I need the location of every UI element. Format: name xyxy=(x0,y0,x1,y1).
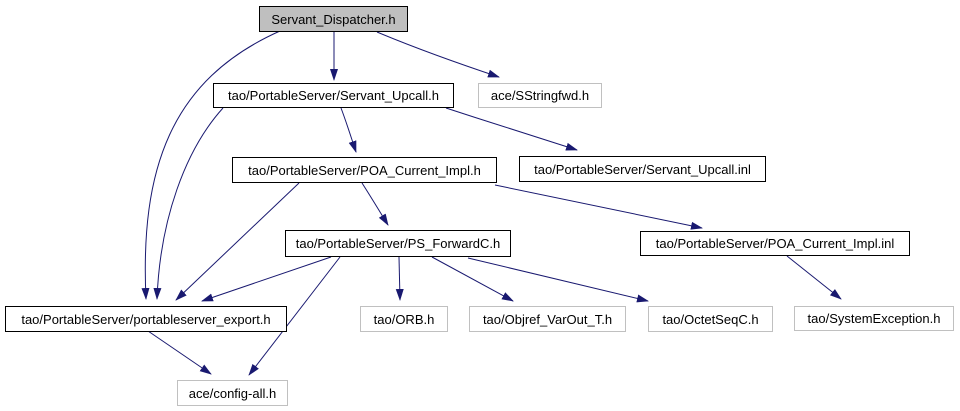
node-objref-varout-t-h: tao/Objref_VarOut_T.h xyxy=(469,306,626,332)
edge-poa-current-impl-inl-to-systemexception-h xyxy=(786,255,842,300)
edge-servant-dispatcher-h-to-portableserver-export-h xyxy=(141,30,281,300)
edge-ps-forwardc-h-to-config-all-h xyxy=(248,256,341,376)
node-poa-current-impl-inl[interactable]: tao/PortableServer/POA_Current_Impl.inl xyxy=(640,231,910,256)
node-servant-upcall-h[interactable]: tao/PortableServer/Servant_Upcall.h xyxy=(213,83,454,108)
edge-servant-upcall-h-to-servant-upcall-inl xyxy=(445,107,578,151)
edge-ps-forwardc-h-to-octetseqc-h xyxy=(467,257,649,303)
edge-poa-current-impl-h-to-ps-forwardc-h xyxy=(361,182,389,226)
edge-servant-upcall-h-to-portableserver-export-h xyxy=(153,107,224,300)
node-servant-upcall-inl[interactable]: tao/PortableServer/Servant_Upcall.inl xyxy=(519,156,766,182)
node-orb-h: tao/ORB.h xyxy=(360,306,448,332)
edge-servant-dispatcher-h-to-sstringfwd-h xyxy=(376,31,500,78)
edge-ps-forwardc-h-to-objref-varout-t-h xyxy=(431,256,514,302)
node-ps-forwardc-h[interactable]: tao/PortableServer/PS_ForwardC.h xyxy=(285,230,511,257)
edge-poa-current-impl-h-to-poa-current-impl-inl xyxy=(494,184,703,230)
node-portableserver-export-h[interactable]: tao/PortableServer/portableserver_export… xyxy=(5,306,287,332)
node-poa-current-impl-h[interactable]: tao/PortableServer/POA_Current_Impl.h xyxy=(232,157,497,183)
edge-poa-current-impl-h-to-portableserver-export-h xyxy=(175,182,300,301)
edge-servant-upcall-h-to-poa-current-impl-h xyxy=(340,107,357,153)
node-systemexception-h: tao/SystemException.h xyxy=(794,306,954,331)
node-config-all-h: ace/config-all.h xyxy=(177,380,288,406)
edge-ps-forwardc-h-to-portableserver-export-h xyxy=(201,256,332,302)
node-servant-dispatcher-h: Servant_Dispatcher.h xyxy=(259,6,408,32)
node-octetseqc-h: tao/OctetSeqC.h xyxy=(648,306,773,332)
edge-portableserver-export-h-to-config-all-h xyxy=(147,330,212,375)
edge-ps-forwardc-h-to-orb-h xyxy=(395,256,404,301)
node-sstringfwd-h: ace/SStringfwd.h xyxy=(478,83,602,108)
